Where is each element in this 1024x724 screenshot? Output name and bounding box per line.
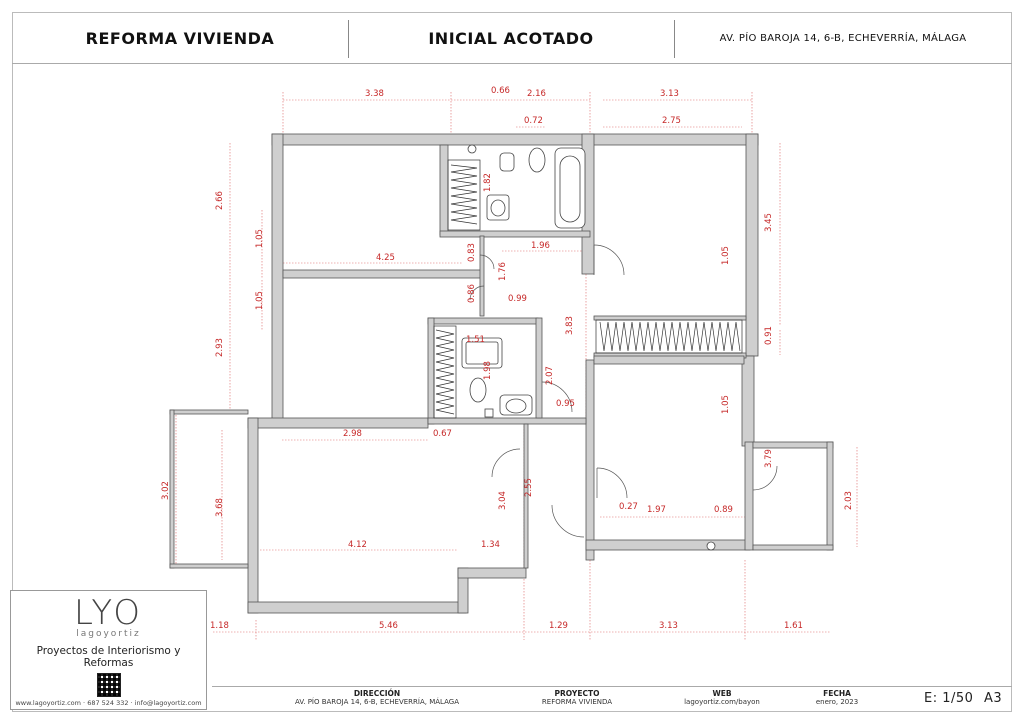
dim-in-17: 3.04 [498,491,508,510]
dim-in-21: 0.89 [714,505,733,515]
dim-bot-1: 1.18 [210,621,229,631]
dim-bot-5: 1.61 [784,621,803,631]
dim-in-15: 2.98 [343,429,362,439]
dim-in-12: 2.07 [545,366,555,385]
studio-logo: LYO [73,593,144,633]
dim-top-2: 0.66 [491,86,510,96]
dim-bot-3: 1.29 [549,621,568,631]
project-title: REFORMA VIVIENDA [85,28,275,48]
sheet-frame [12,12,1012,712]
dim-right-3: 3.79 [764,449,774,468]
dim-in-1: 1.82 [483,173,493,192]
dim-bot-4: 3.13 [659,621,678,631]
footer-web-label: WEB [712,689,732,698]
dimension-labels: 3.38 0.66 2.16 3.13 0.72 2.75 2.66 1.05 … [161,86,854,631]
dim-in-9: 1.51 [466,335,485,345]
footer-project-label: PROYECTO [554,689,600,698]
dim-left-4: 2.93 [215,338,225,357]
dim-in-3: 0.83 [467,243,477,262]
footer-address: DIRECCIÓN AV. PÍO BAROJA 14, 6-B, ECHEVE… [282,689,472,707]
footer-date: FECHA enero, 2023 [802,689,872,707]
header-address: AV. PÍO BAROJA 14, 6-B, ECHEVERRÍA, MÁLA… [719,32,967,44]
dim-left-3: 1.05 [255,291,265,310]
dim-in-4: 1.96 [531,241,550,251]
dim-in-10: 3.83 [565,316,575,335]
dim-right-4: 2.03 [844,491,854,510]
dim-top-6: 2.75 [662,116,681,126]
dim-in-7: 0.86 [467,284,477,303]
footer-date-value: enero, 2023 [815,698,859,706]
dim-in-2: 4.25 [376,253,395,263]
bathroom-fixtures [461,144,716,551]
dim-in-8: 0.99 [508,294,527,304]
drawing-scale: E: 1/50 [924,691,974,706]
footer-project-value: REFORMA VIVIENDA [541,698,613,706]
dim-in-13: 0.95 [556,399,575,409]
dim-top-5: 0.72 [524,116,543,126]
wardrobes [433,159,743,419]
qr-code-icon [96,673,121,697]
footer-address-label: DIRECCIÓN [353,689,401,698]
footer-project: PROYECTO REFORMA VIVIENDA [517,689,637,707]
dim-left-2: 1.05 [255,229,265,248]
dim-top-4: 3.13 [660,89,679,99]
dim-right-1: 3.45 [764,213,774,232]
dim-top-3: 2.16 [527,89,546,99]
footer-date-label: FECHA [823,689,851,698]
dim-in-14: 1.05 [721,395,731,414]
dim-in-5: 1.76 [498,262,508,281]
dim-in-22: 4.12 [348,540,367,550]
header-divider [674,20,675,58]
studio-name: lagoyortiz [76,629,141,639]
dim-in-23: 1.34 [481,540,500,550]
dim-left-5: 3.02 [161,481,171,500]
footer-web: WEB lagoyortiz.com/bayon [667,689,777,707]
studio-contact: www.lagoyortiz.com · 687 524 332 · info@… [15,699,202,707]
dim-in-11: 1.98 [483,361,493,380]
studio-tagline: Proyectos de Interiorismo y Reformas [36,645,181,669]
footer-web-link[interactable]: lagoyortiz.com/bayon [684,698,760,706]
doors [469,244,778,538]
title-block-footer: DIRECCIÓN AV. PÍO BAROJA 14, 6-B, ECHEVE… [212,686,1012,712]
walls [169,133,834,614]
footer-address-value: AV. PÍO BAROJA 14, 6-B, ECHEVERRÍA, MÁLA… [295,698,459,706]
dim-in-20: 1.97 [647,505,666,515]
dimension-guides [175,92,858,640]
dim-bot-2: 5.46 [379,621,398,631]
dim-in-16: 0.67 [433,429,452,439]
sheet-size: A3 [984,691,1003,706]
dim-in-18: 2.55 [524,478,534,497]
dim-in-19: 0.27 [619,502,638,512]
dim-left-1: 2.66 [215,191,225,210]
dim-top-1: 3.38 [365,89,384,99]
drawing-phase: INICIAL ACOTADO [428,28,594,48]
studio-logo-block: LYO lagoyortiz Proyectos de Interiorismo… [10,590,207,710]
dim-left-6: 3.68 [215,498,225,517]
title-block-header: REFORMA VIVIENDA INICIAL ACOTADO AV. PÍO… [12,12,1012,64]
dim-right-2: 0.91 [764,326,774,345]
dim-in-6: 1.05 [721,246,731,265]
header-divider [348,20,349,58]
